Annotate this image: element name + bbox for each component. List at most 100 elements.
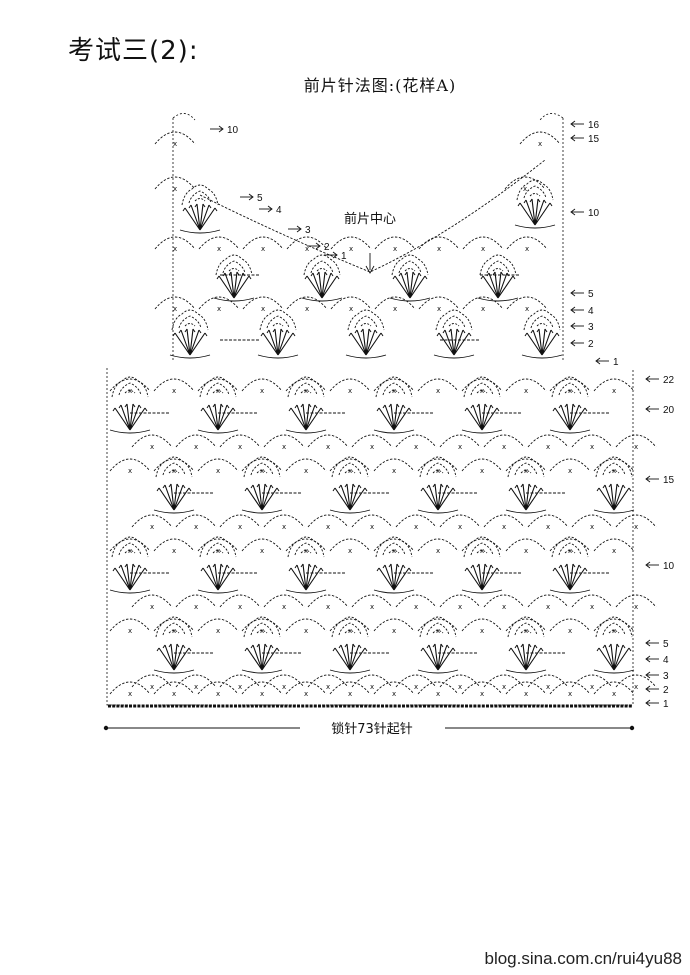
row-number: 10 [663,561,675,572]
body-row-label: 3 [645,671,669,682]
chain-arc [330,236,372,254]
chain-arc [527,434,569,452]
chain-arc [307,434,349,452]
panel-outline [106,368,634,706]
strap-outline-right [539,113,564,360]
chain-arc [527,594,569,612]
chain-arc [263,674,305,692]
chain-arc [329,378,371,396]
chain-arc [483,594,525,612]
arrow-right-icon [248,193,254,201]
width-dimension: 锁针73针起针 [103,721,635,737]
body-row-label: 5 [645,639,669,650]
fan-motif [549,563,591,594]
fan-motif [169,328,211,359]
arrow-left-icon [570,289,576,297]
pineapple-motif [479,254,517,276]
chain-arc [241,378,283,396]
chain-arc [154,296,196,314]
left-strap-row-label: 2 [307,242,330,253]
chain-arc [593,681,635,699]
chain-arc [373,458,415,476]
chain-arc [571,514,613,532]
chain-arc [615,594,657,612]
pineapple-motif [347,309,385,331]
fan-motif [197,403,239,434]
left-strap-row-label: 10 [210,125,239,136]
chain-arc [395,674,437,692]
body-row-label: 4 [645,655,669,666]
fan-motif [417,483,459,514]
chain-arc [329,681,371,699]
chain-arc [395,594,437,612]
chain-arc [219,594,261,612]
row-number: 5 [257,193,263,204]
row-number: 3 [588,322,594,333]
arrow-left-icon [645,375,651,383]
chain-arc [593,538,635,556]
chain-arc [175,674,217,692]
body-row-label: 2 [645,685,669,696]
right-strap-row-label: 5 [570,289,594,300]
chain-arc [307,674,349,692]
row-number: 1 [341,251,347,262]
chain-arc [461,458,503,476]
chain-arc [519,131,561,149]
chain-arc [527,514,569,532]
fan-motif [417,643,459,674]
chain-arc [483,514,525,532]
chart-subtitle: 前片针法图:(花样A) [303,76,457,95]
arrow-left-icon [645,699,651,707]
chain-arc [549,458,591,476]
arrow-right-icon [315,242,321,250]
fan-motif [109,563,151,594]
chain-arc [154,236,196,254]
row-number: 16 [588,120,600,131]
right-strap-row-label: 10 [570,208,600,219]
chain-arc [219,514,261,532]
pineapple-motif [259,309,297,331]
chain-arc [131,514,173,532]
fan-motif [593,483,635,514]
center-arrow-icon [365,253,375,274]
fan-motif [329,483,371,514]
chain-arc [307,594,349,612]
arrow-left-icon [645,475,651,483]
pineapple-motif [171,309,209,331]
chain-arc [374,236,416,254]
arrow-left-icon [645,405,651,413]
pineapple-motif [303,254,341,276]
row-number: 15 [588,134,600,145]
row-number: 3 [305,225,311,236]
watermark: blog.sina.com.cn/rui4yu88 [484,949,682,968]
chain-arc [505,538,547,556]
left-strap-row-label: 4 [259,205,282,216]
chain-arc [571,594,613,612]
fan-motif [153,643,195,674]
fan-motif [433,328,475,359]
fan-motif [514,198,556,229]
chain-arc [505,681,547,699]
chain-arc [439,594,481,612]
fan-motif [521,328,563,359]
left-strap-row-label: 3 [288,225,311,236]
fan-motif [505,643,547,674]
chain-arc [439,674,481,692]
arrow-right-icon [267,205,273,213]
arrow-right-icon [218,125,224,133]
row-number: 10 [588,208,600,219]
pineapple-motif [523,309,561,331]
chain-arc [241,681,283,699]
arrow-left-icon [570,134,576,142]
chain-arc [109,681,151,699]
right-strap-row-label: 2 [570,339,594,350]
chain-arc [131,674,173,692]
row-number: 4 [588,306,594,317]
chain-arc [351,674,393,692]
chain-arc [506,236,548,254]
chain-arc [242,236,284,254]
chain-arc [395,514,437,532]
row-number: 5 [588,289,594,300]
chain-arc [417,378,459,396]
